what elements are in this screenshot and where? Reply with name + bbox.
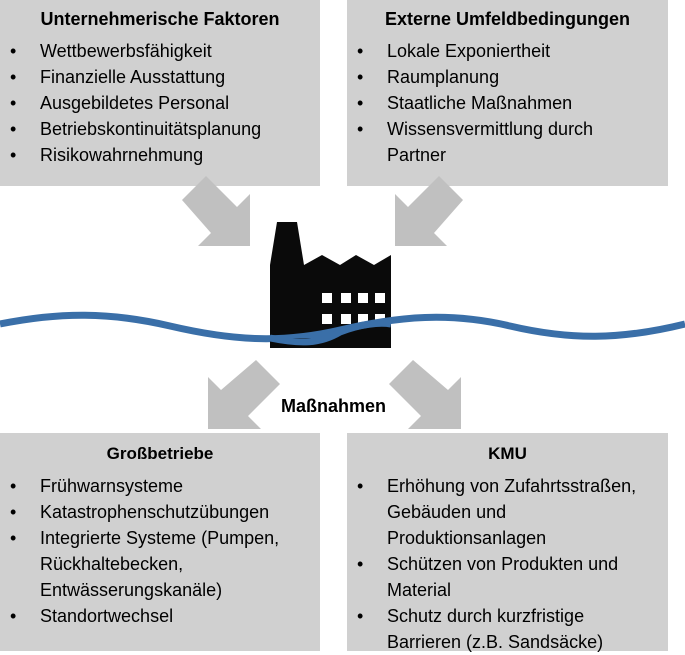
measure-list: Erhöhung von Zufahrtsstraßen, Gebäuden u… <box>347 473 668 655</box>
list-item: Frühwarnsysteme <box>0 473 320 499</box>
list-item: Lokale Exponiertheit <box>347 38 668 64</box>
measure-list: Frühwarnsysteme Katastrophenschutzübunge… <box>0 473 320 629</box>
list-item: Schützen von Produkten und Material <box>347 551 668 603</box>
arrow-icon <box>182 176 250 246</box>
list-item: Finanzielle Ausstattung <box>0 64 320 90</box>
box-grossbetriebe: Großbetriebe Frühwarnsysteme Katastrophe… <box>0 433 320 651</box>
list-item: Schutz durch kurzfristige Barrieren (z.B… <box>347 603 668 655</box>
list-item: Raumplanung <box>347 64 668 90</box>
list-item: Risikowahrnehmung <box>0 142 320 168</box>
list-item: Wissensvermittlung durch Partner <box>347 116 668 168</box>
list-item: Betriebskontinuitätsplanung <box>0 116 320 142</box>
box-title: Unternehmerische Faktoren <box>40 9 280 29</box>
arrow-icon <box>208 360 280 429</box>
list-item: Ausgebildetes Personal <box>0 90 320 116</box>
box-title: Großbetriebe <box>106 444 214 463</box>
box-title: Externe Umfeldbedingungen <box>384 9 631 29</box>
massnahmen-label: Maßnahmen <box>281 396 387 416</box>
factor-list: Lokale Exponiertheit Raumplanung Staatli… <box>347 38 668 168</box>
list-item: Wettbewerbsfähigkeit <box>0 38 320 64</box>
list-item: Integrierte Systeme (Pumpen, Rückhaltebe… <box>0 525 320 603</box>
list-item: Erhöhung von Zufahrtsstraßen, Gebäuden u… <box>347 473 668 551</box>
list-item: Staatliche Maßnahmen <box>347 90 668 116</box>
factor-list: Wettbewerbsfähigkeit Finanzielle Ausstat… <box>0 38 320 168</box>
box-title: KMU <box>488 444 527 463</box>
list-item: Standortwechsel <box>0 603 320 629</box>
box-kmu: KMU Erhöhung von Zufahrtsstraßen, Gebäud… <box>347 433 668 652</box>
arrow-icon <box>389 360 461 429</box>
list-item: Katastrophenschutzübungen <box>0 499 320 525</box>
box-unternehmerische-faktoren: Unternehmerische Faktoren Wettbewerbsfäh… <box>0 0 320 186</box>
arrow-icon <box>395 176 463 246</box>
box-externe-umfeldbedingungen: Externe Umfeldbedingungen Lokale Exponie… <box>347 0 668 186</box>
